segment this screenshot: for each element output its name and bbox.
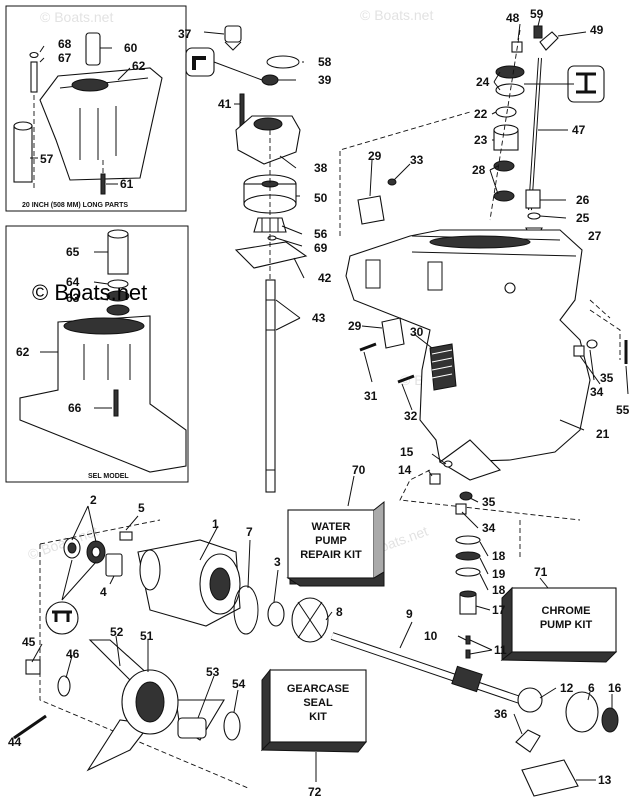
kit-gearcase-seal: 72 GEARCASE SEAL KIT — [260, 668, 368, 799]
callout-18-bottom: 18 — [492, 583, 506, 597]
callout-63: 63 — [66, 291, 80, 305]
callout-34-lower: 34 — [482, 521, 496, 535]
callout-41: 41 — [218, 97, 232, 111]
callout-17: 17 — [492, 603, 506, 617]
callout-65: 65 — [66, 245, 80, 259]
callout-35-right: 35 — [600, 371, 614, 385]
inset-long-parts-caption: 20 INCH (508 MM) LONG PARTS — [22, 202, 128, 209]
callout-25: 25 — [576, 211, 590, 225]
callout-5: 5 — [138, 501, 145, 515]
callout-35-lower: 35 — [482, 495, 496, 509]
svg-text:© Boats.net: © Boats.net — [40, 9, 113, 25]
callout-14: 14 — [398, 463, 412, 477]
callout-54: 54 — [232, 677, 246, 691]
callout-8: 8 — [336, 605, 343, 619]
callout-32: 32 — [404, 409, 418, 423]
callout-66: 66 — [68, 401, 82, 415]
callout-12: 12 — [560, 681, 574, 695]
callout-68: 68 — [58, 37, 72, 51]
callout-44: 44 — [8, 735, 22, 749]
callout-62: 62 — [132, 59, 146, 73]
callout-48: 48 — [506, 11, 520, 25]
callout-22: 22 — [474, 107, 488, 121]
callout-72: 72 — [308, 785, 322, 799]
callout-1: 1 — [212, 517, 219, 531]
callout-18-top: 18 — [492, 549, 506, 563]
callout-19: 19 — [492, 567, 506, 581]
callout-3: 3 — [274, 555, 281, 569]
callout-23: 23 — [474, 133, 488, 147]
kit-water-pump: 70 WATER PUMP REPAIR KIT — [286, 463, 385, 587]
inset-sel-caption: SEL MODEL — [88, 473, 129, 480]
callout-24: 24 — [476, 75, 490, 89]
callout-16: 16 — [608, 681, 622, 695]
callout-34-right: 34 — [590, 385, 604, 399]
callout-52: 52 — [110, 625, 124, 639]
callout-45: 45 — [22, 635, 36, 649]
callout-42: 42 — [318, 271, 332, 285]
inset-long-parts: 68 67 60 62 57 61 20 INCH (508 MM) LONG … — [5, 5, 187, 212]
callout-4: 4 — [100, 585, 107, 599]
callout-11: 11 — [494, 643, 507, 657]
callout-37: 37 — [178, 27, 192, 41]
callout-36: 36 — [494, 707, 508, 721]
svg-text:CHROME: CHROME — [542, 605, 591, 617]
callout-58: 58 — [318, 55, 332, 69]
callout-26: 26 — [576, 193, 590, 207]
lower-unit-parts: 2 5 4 1 7 3 8 9 18 19 18 17 10 11 12 6 1… — [8, 493, 622, 797]
callout-38: 38 — [314, 161, 328, 175]
callout-27: 27 — [588, 229, 602, 243]
callout-59: 59 — [530, 7, 544, 21]
callout-28: 28 — [472, 163, 486, 177]
callout-46: 46 — [66, 647, 80, 661]
svg-text:© Boats.net: © Boats.net — [360, 7, 433, 23]
callout-31: 31 — [364, 389, 378, 403]
svg-text:PUMP: PUMP — [315, 535, 347, 547]
callout-70: 70 — [352, 463, 366, 477]
callout-62-sel: 62 — [16, 345, 30, 359]
callout-6: 6 — [588, 681, 595, 695]
callout-2: 2 — [90, 493, 97, 507]
callout-71: 71 — [534, 565, 548, 579]
svg-text:SEAL: SEAL — [303, 697, 333, 709]
callout-60: 60 — [124, 41, 138, 55]
watermark-main: © Boats.net — [32, 280, 147, 305]
svg-text:GEARCASE: GEARCASE — [287, 683, 349, 695]
callout-47: 47 — [572, 123, 586, 137]
svg-text:WATER: WATER — [312, 521, 351, 533]
callout-50: 50 — [314, 191, 328, 205]
callout-29-top: 29 — [368, 149, 382, 163]
callout-55: 55 — [616, 403, 630, 417]
svg-text:KIT: KIT — [309, 711, 327, 723]
svg-text:PUMP KIT: PUMP KIT — [540, 619, 593, 631]
callout-61: 61 — [120, 177, 134, 191]
callout-64: 64 — [66, 275, 80, 289]
callout-56: 56 — [314, 227, 328, 241]
callout-7: 7 — [246, 525, 253, 539]
inset-sel-model: 65 64 63 62 66 SEL MODEL © Boats.net — [5, 225, 189, 483]
callout-10: 10 — [424, 629, 438, 643]
water-pump-parts: 37 58 39 41 38 50 56 69 42 43 — [178, 25, 332, 493]
callout-33: 33 — [410, 153, 424, 167]
callout-9: 9 — [406, 607, 413, 621]
svg-text:REPAIR KIT: REPAIR KIT — [300, 549, 362, 561]
callout-51: 51 — [140, 629, 154, 643]
callout-29-lower: 29 — [348, 319, 362, 333]
kit-chrome-pump: 71 CHROME PUMP KIT — [500, 565, 618, 663]
callout-57: 57 — [40, 152, 54, 166]
callout-49: 49 — [590, 23, 604, 37]
callout-13: 13 — [598, 773, 612, 787]
callout-15: 15 — [400, 445, 414, 459]
callout-30: 30 — [410, 325, 424, 339]
callout-67: 67 — [58, 51, 72, 65]
callout-43: 43 — [312, 311, 326, 325]
gearcase-housing: 29 33 29 30 31 32 35 34 55 21 15 14 35 3… — [339, 111, 630, 535]
callout-21: 21 — [596, 427, 610, 441]
callout-39: 39 — [318, 73, 332, 87]
shift-parts: 48 59 49 24 22 23 47 28 26 25 27 — [472, 7, 605, 243]
callout-53: 53 — [206, 665, 220, 679]
callout-69: 69 — [314, 241, 328, 255]
